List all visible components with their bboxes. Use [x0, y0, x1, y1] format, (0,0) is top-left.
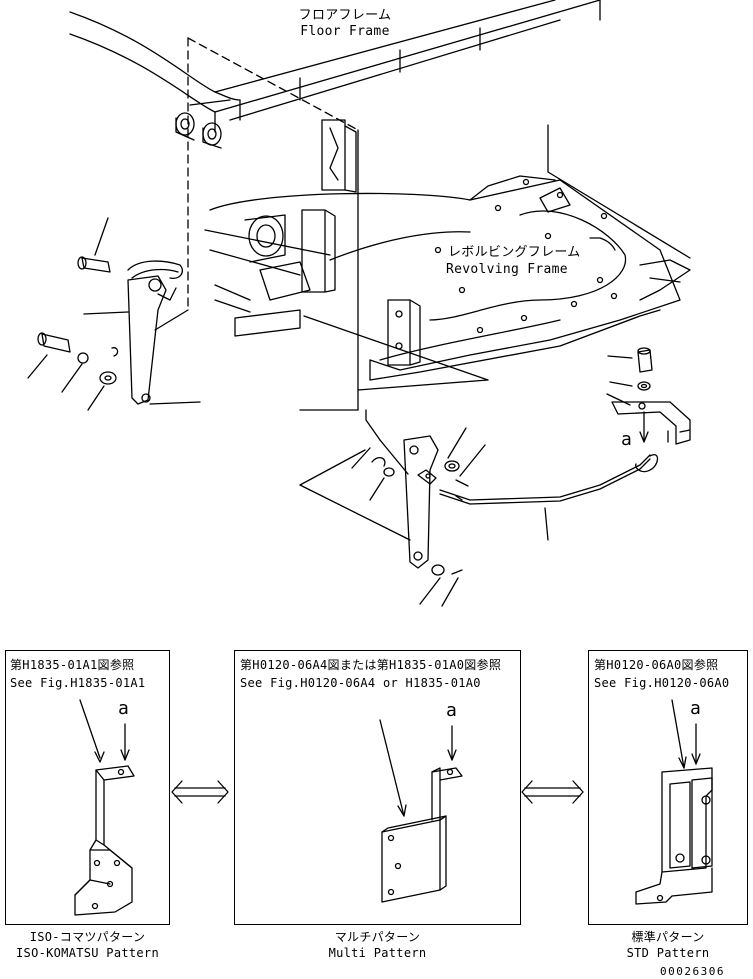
floor-frame [69, 0, 601, 193]
revolving-frame-label-jp: レボルビングフレーム [448, 245, 581, 260]
panel-iso-ref-jp: 第H1835-01A1図参照 [10, 658, 135, 672]
panel-std-caption-jp: 標準パターン [631, 930, 705, 944]
panel-multi-ref-jp: 第H0120-06A4図または第H1835-01A0図参照 [240, 658, 502, 672]
panel-iso-caption-jp: ISO-コマツパターン [29, 930, 146, 944]
revolving-frame-label-en: Revolving Frame [446, 262, 568, 277]
panel-iso-caption-en: ISO-KOMATSU Pattern [16, 946, 159, 960]
drawing-number: 00026306 [660, 965, 725, 978]
swap-arrows [171, 780, 584, 804]
lower-lever-assembly [351, 427, 486, 607]
floor-frame-label-en: Floor Frame [300, 24, 390, 39]
panel-multi-caption-en: Multi Pattern [328, 946, 427, 960]
panel-multi [234, 650, 521, 925]
panel-iso-ref-en: See Fig.H1835-01A1 [10, 676, 146, 690]
std-bracket [635, 699, 713, 905]
bolt-bracket [606, 347, 691, 445]
panel-multi-caption-jp: マルチパターン [334, 930, 421, 944]
reference-plane [154, 37, 359, 411]
panel-iso-callout: a [118, 698, 130, 719]
control-rod [439, 454, 659, 541]
multi-bracket [379, 719, 463, 903]
revolving-frame [204, 124, 691, 381]
upper-lever-assembly [27, 217, 201, 411]
panel-iso-komatsu [5, 650, 170, 925]
callout-a-main: a [621, 429, 633, 450]
floor-frame-label-jp: フロアフレーム [298, 8, 392, 23]
panel-std [588, 650, 748, 925]
panel-std-caption-en: STD Pattern [626, 946, 710, 960]
panel-std-ref-en: See Fig.H0120-06A0 [594, 676, 730, 690]
iso-komatsu-bracket [74, 699, 135, 916]
panel-multi-ref-en: See Fig.H0120-06A4 or H1835-01A0 [240, 676, 481, 690]
panel-std-ref-jp: 第H0120-06A0図参照 [594, 658, 719, 672]
panel-multi-callout: a [446, 700, 458, 721]
panel-std-callout: a [690, 698, 702, 719]
lower-plane [299, 315, 489, 541]
